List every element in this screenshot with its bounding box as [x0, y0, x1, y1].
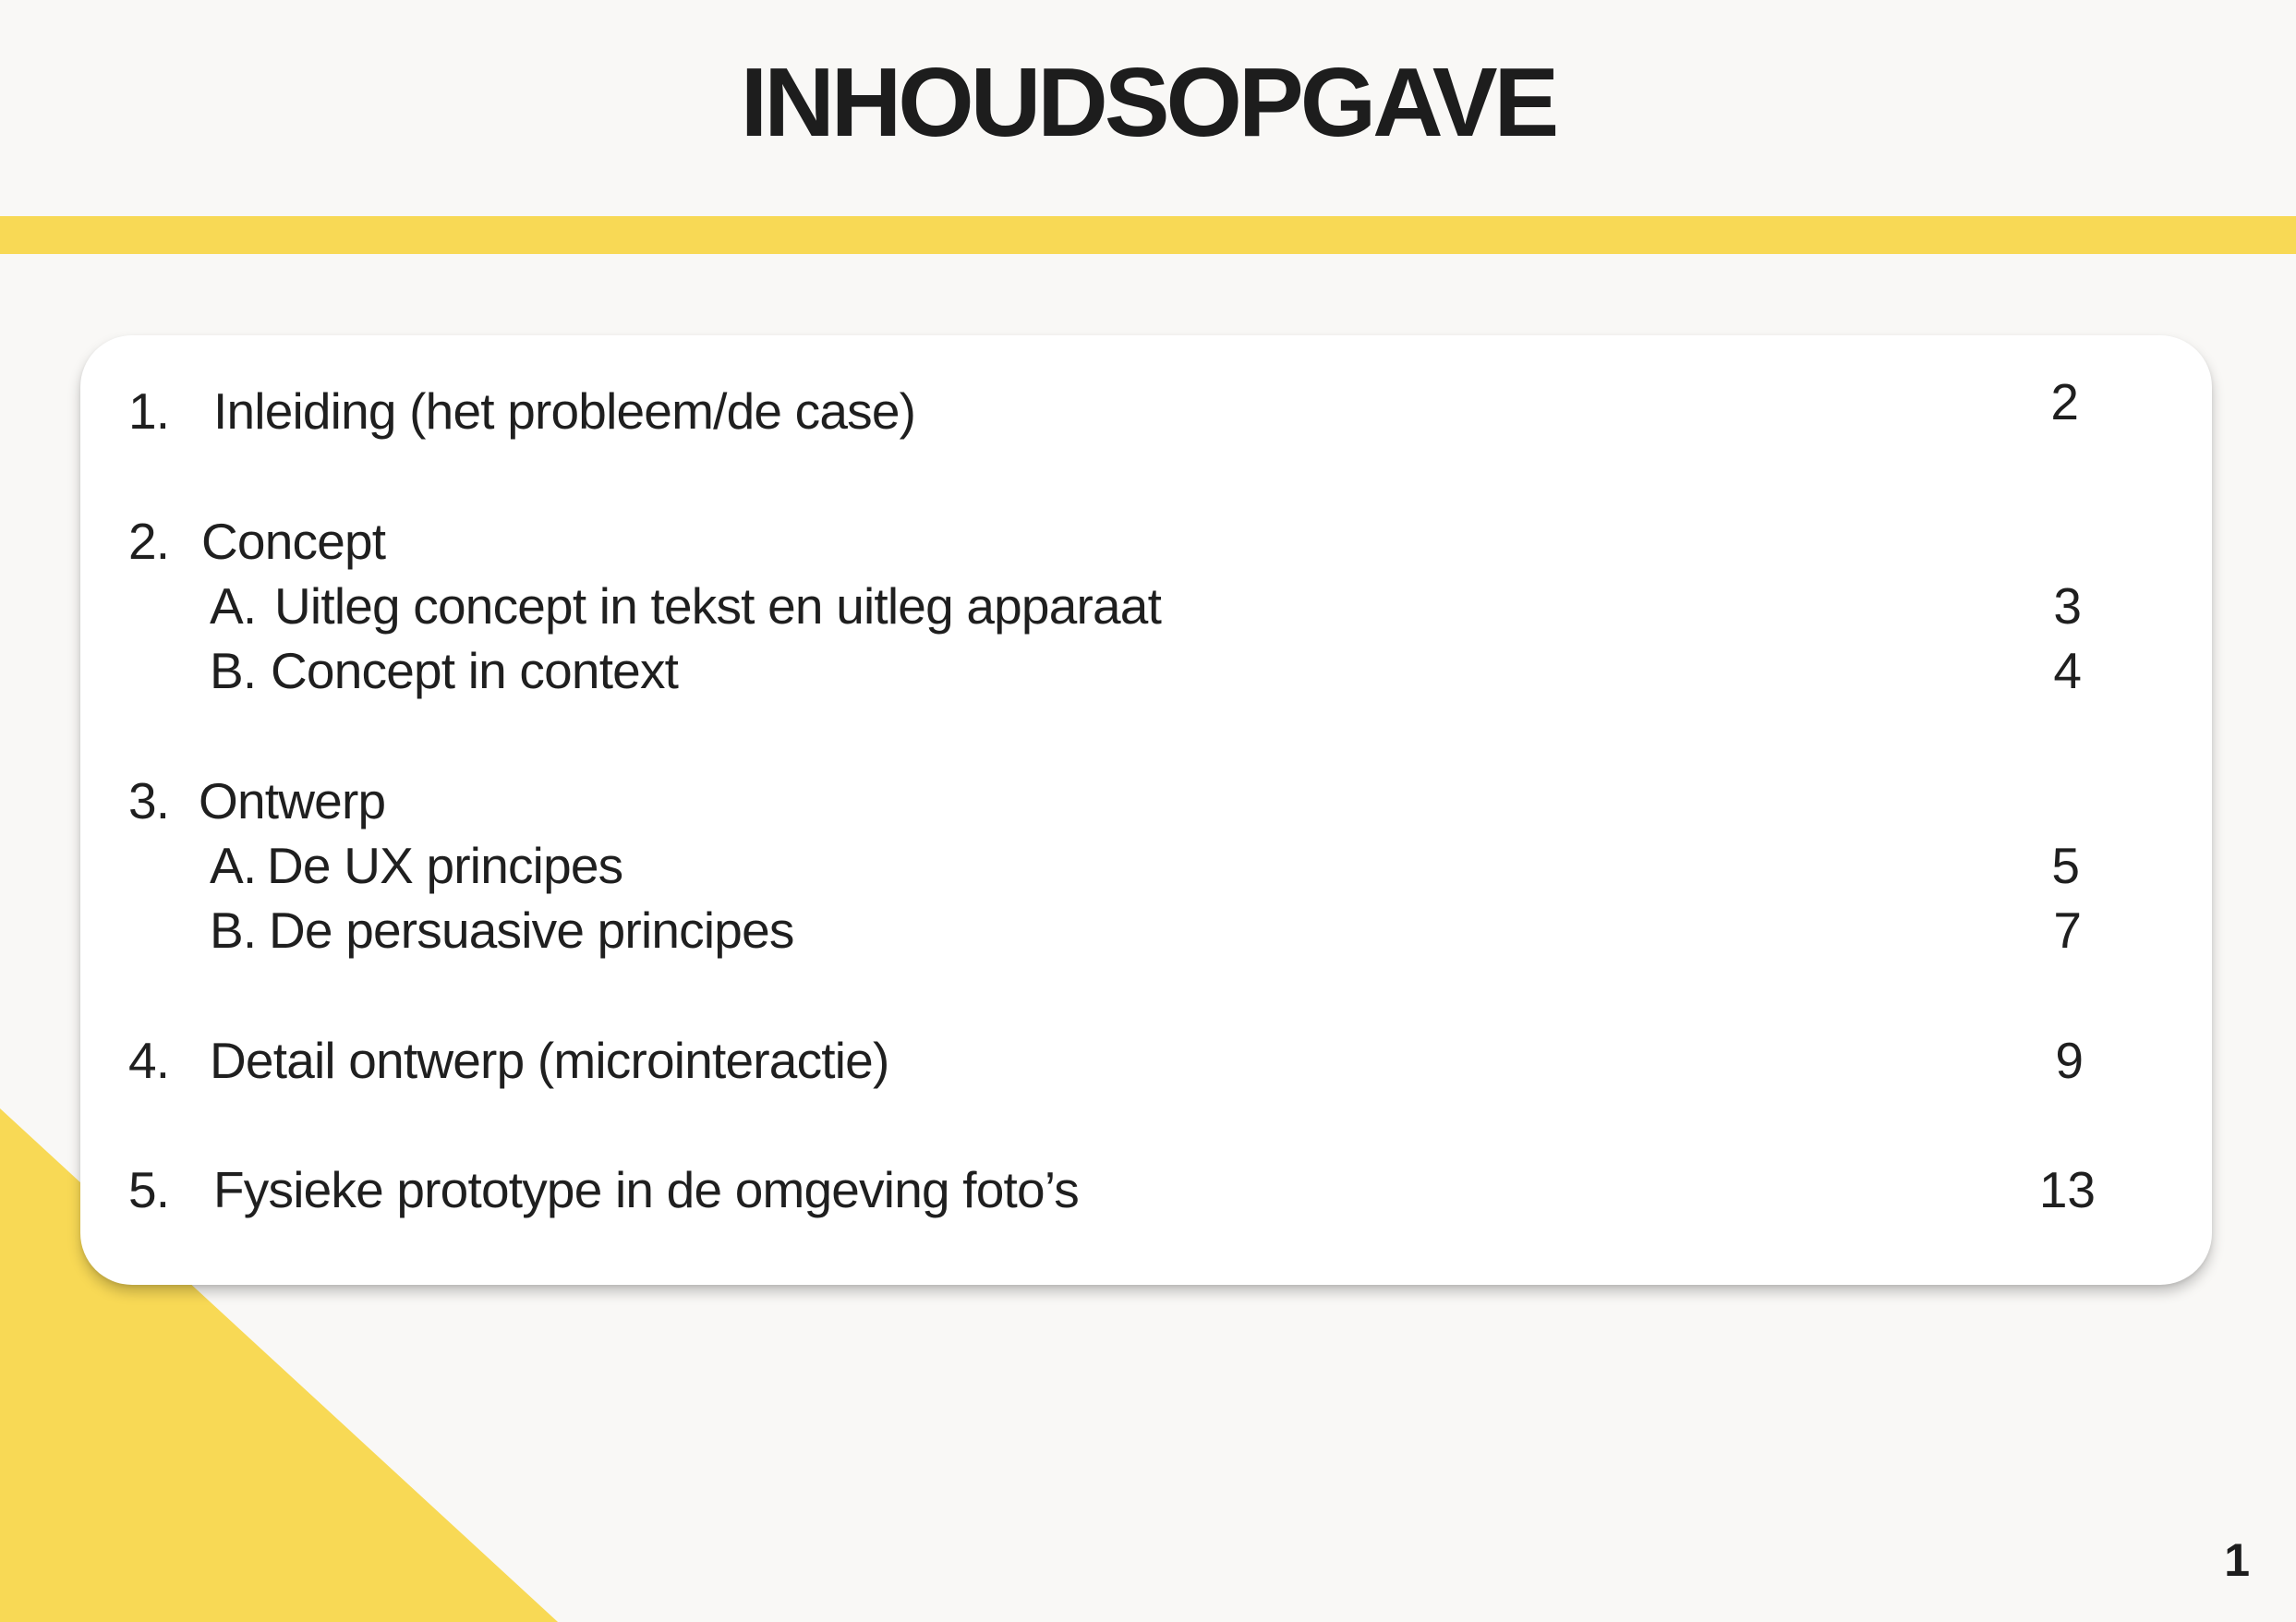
toc-page-number: 13 — [2038, 1161, 2096, 1218]
toc-subitem-label: Uitleg concept in tekst en uitleg appara… — [274, 577, 1162, 635]
toc-page-number: 5 — [2051, 837, 2080, 894]
toc-item-number: 4. — [128, 1032, 170, 1089]
footer-page-number: 1 — [2224, 1534, 2250, 1586]
toc-page-number: 3 — [2053, 577, 2082, 635]
toc-item-label: Detail ontwerp (microinteractie) — [210, 1032, 889, 1089]
toc-item-number: 3. — [128, 772, 170, 829]
toc-item-label: Inleiding (het probleem/de case) — [213, 382, 916, 440]
toc-item-label: Ontwerp — [199, 772, 386, 829]
toc-subitem-letter: B. — [210, 902, 257, 959]
toc-subitem-letter: B. — [210, 642, 257, 699]
toc-item-number: 2. — [128, 513, 170, 570]
toc-page-number: 9 — [2055, 1032, 2084, 1089]
toc-card: 1. Inleiding (het probleem/de case) 2 2.… — [80, 335, 2212, 1285]
page-title: INHOUDSOPGAVE — [740, 48, 1560, 157]
toc-page-number: 2 — [2050, 373, 2079, 430]
toc-subitem-label: De persuasive principes — [269, 902, 794, 959]
toc-subitem-letter: A. — [210, 837, 257, 894]
toc-item-label: Fysieke prototype in de omgeving foto’s — [213, 1161, 1080, 1218]
header-accent-bar — [0, 216, 2296, 254]
toc-subitem-letter: A. — [210, 577, 257, 635]
toc-subitem-label: De UX principes — [267, 837, 623, 894]
toc-item-number: 1. — [128, 382, 170, 440]
toc-subitem-label: Concept in context — [271, 642, 679, 699]
toc-page-number: 4 — [2053, 642, 2082, 699]
toc-page-number: 7 — [2053, 902, 2082, 959]
toc-item-label: Concept — [201, 513, 386, 570]
toc-item-number: 5. — [128, 1161, 170, 1218]
